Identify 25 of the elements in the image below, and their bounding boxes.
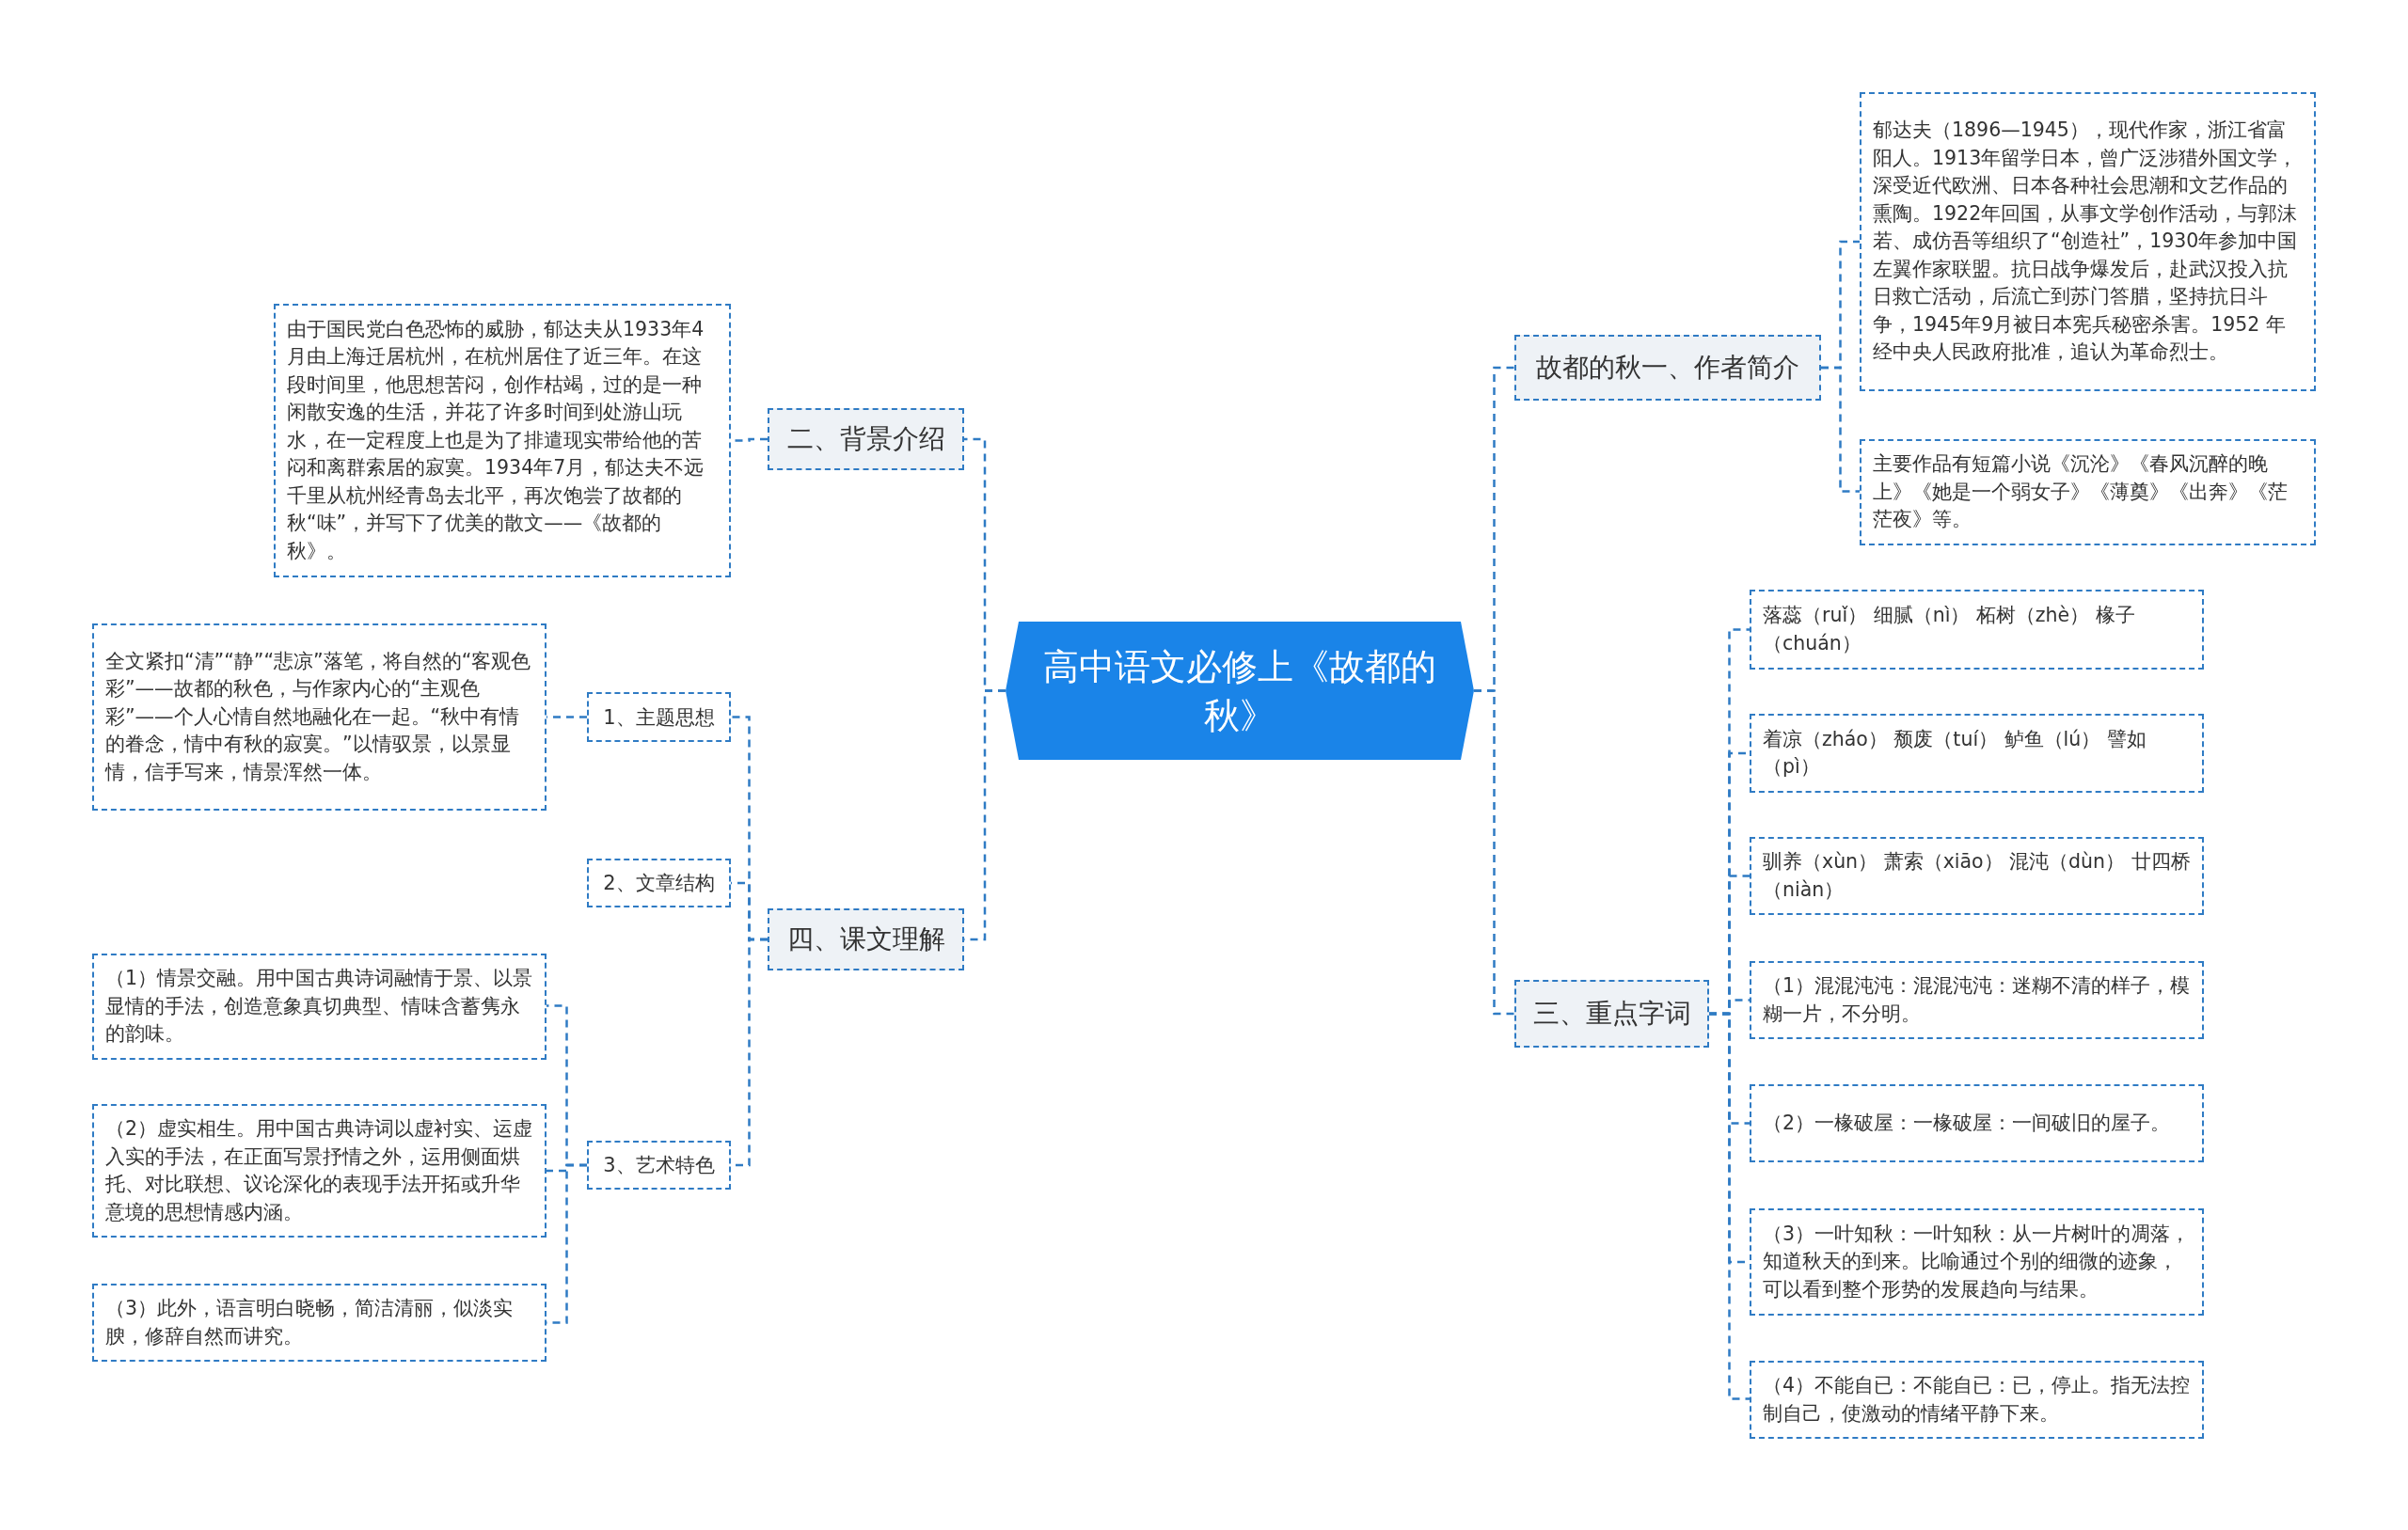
topic-box: 三、重点字词: [1514, 980, 1709, 1048]
note-box: （3）此外，语言明白晓畅，简洁清丽，似淡实腴，修辞自然而讲究。: [92, 1284, 547, 1362]
connector-line: [1474, 689, 1514, 1016]
note-box: 落蕊（ruǐ） 细腻（nì） 柘树（zhè） 椽子（chuán）: [1750, 590, 2204, 670]
connector-line: [1709, 1012, 1750, 1400]
central-topic-box: 高中语文必修上《故都的秋》: [1006, 622, 1474, 760]
note-box: （4）不能自已：不能自已：已，停止。指无法控制自己，使激动的情绪平静下来。: [1750, 1361, 2204, 1439]
subtopic-box: 2、文章结构: [587, 859, 731, 907]
topic-box: 故都的秋一、作者简介: [1514, 335, 1821, 401]
note-box: （1）混混沌沌：混混沌沌：迷糊不清的样子，模糊一片，不分明。: [1750, 961, 2204, 1039]
subtopic-box: 1、主题思想: [587, 692, 731, 742]
subtopic-box: 3、艺术特色: [587, 1141, 731, 1190]
note-box: （2）虚实相生。用中国古典诗词以虚衬实、运虚入实的手法，在正面写景抒情之外，运用侧面烘托、对比联想、议论深化的表现手法开拓或升华意境的思想情感内涵。: [92, 1104, 547, 1238]
note-box: 驯养（xùn） 萧索（xiāo） 混沌（dùn） 廿四桥（niàn）: [1750, 837, 2204, 915]
note-box: 主要作品有短篇小说《沉沦》《春风沉醉的晚上》《她是一个弱女子》《薄奠》《出奔》《茫茫夜》等。: [1860, 439, 2316, 545]
topic-box: 四、课文理解: [768, 908, 964, 970]
note-box: 由于国民党白色恐怖的威胁，郁达夫从1933年4月由上海迁居杭州，在杭州居住了近三年。在这段时间里，他思想苦闷，创作枯竭，过的是一种闲散安逸的生活，并花了许多时间到处游山玩水，在一定程度上也是为了排遣现实带给他的苦闷和离群索居的寂寞。1934年7月，郁达夫不远千里从杭州经青岛去北平，再次饱尝了故都的秋“味”，并写下了优美的散文——《故都的秋》。: [274, 304, 731, 577]
note-box: （1）情景交融。用中国古典诗词融情于景、以景显情的手法，创造意象真切典型、情味含蓄隽永的韵味。: [92, 954, 547, 1060]
note-box: 郁达夫（1896—1945），现代作家，浙江省富阳人。1913年留学日本，曾广泛涉猎外国文学，深受近代欧洲、日本各种社会思潮和文艺作品的熏陶。1922年回国，从事文学创作活动，与郭沫若、成仿吾等组织了“创造社”，1930年参加中国左翼作家联盟。抗日战争爆发后，赴武汉投入抗日救亡活动，后流亡到苏门答腊，坚持抗日斗争，1945年9月被日本宪兵秘密杀害。1952 年经中央人民政府批准，追认为革命烈士。: [1860, 92, 2316, 391]
note-box: 着凉（zháo） 颓废（tuí） 鲈鱼（lú） 譬如（pì）: [1750, 714, 2204, 793]
note-box: 全文紧扣“清”“静”“悲凉”落笔，将自然的“客观色彩”——故都的秋色，与作家内心的“主观色彩”——个人心情自然地融化在一起。“秋中有情的眷念，情中有秋的寂寞。”以情驭景，以景显情，信手写来，情景浑然一体。: [92, 623, 547, 811]
note-box: （3）一叶知秋：一叶知秋：从一片树叶的凋落，知道秋天的到来。比喻通过个别的细微的迹象，可以看到整个形势的发展趋向与结果。: [1750, 1208, 2204, 1316]
note-box: （2）一椽破屋：一椽破屋：一间破旧的屋子。: [1750, 1084, 2204, 1162]
connector-line: [1821, 366, 1860, 493]
topic-box: 二、背景介绍: [768, 408, 964, 470]
